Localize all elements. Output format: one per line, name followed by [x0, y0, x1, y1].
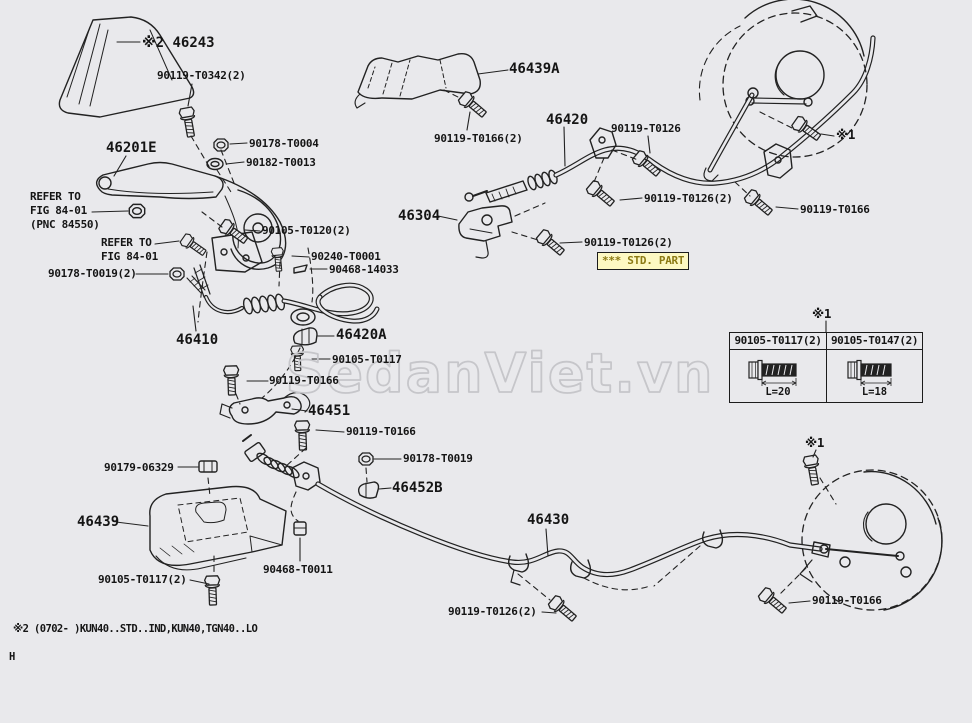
callout-90182-t0013: 90182-T0013	[246, 156, 316, 169]
callout-90119-t0126-d: 90119-T0126(2)	[448, 605, 537, 618]
part-46439a-heat-shield	[354, 52, 481, 109]
callout-90119-t0126: 90119-T0126	[611, 122, 681, 135]
callout-90119-t0126-b: 90119-T0126(2)	[644, 192, 733, 205]
callout-46243: ※2 46243	[142, 35, 215, 51]
part-46243-boot	[58, 16, 195, 118]
callout-90119-t0166-2: 90119-T0166(2)	[434, 132, 523, 145]
callout-90178-t0019: 90178-T0019	[403, 452, 473, 465]
callout-90119-t0126-c: 90119-T0126(2)	[584, 236, 673, 249]
callout-46430: 46430	[527, 512, 570, 528]
callout-46452b: 46452B	[392, 480, 443, 496]
callout-46451: 46451	[308, 403, 351, 419]
bolt-variant-b-cell: L=18	[826, 350, 922, 402]
part-46451-intermediate-lever	[219, 391, 311, 425]
callout-90105-t0117-2: 90105-T0117(2)	[98, 573, 187, 586]
callout-90105-t0117: 90105-T0117	[332, 353, 402, 366]
callout-90119-t0166-c: 90119-T0166	[800, 203, 870, 216]
callout-ref1-bottom: ※1	[805, 435, 825, 450]
part-46420-rear-cable	[464, 35, 876, 203]
callout-90178-t0019-2: 90178-T0019(2)	[48, 267, 137, 280]
callout-90178-t0004: 90178-T0004	[249, 137, 319, 150]
callout-46439: 46439	[77, 514, 120, 530]
assembly-dashed-lines	[190, 89, 837, 601]
part-46410-front-cable	[193, 264, 380, 326]
callout-90119-t0166-b: 90119-T0166	[346, 425, 416, 438]
callout-leader-lines	[91, 41, 835, 614]
callout-46201e: 46201E	[106, 140, 157, 156]
callout-90468-t0011: 90468-T0011	[263, 563, 333, 576]
part-46304-equalizer	[458, 205, 513, 259]
bolt-l18-figure	[846, 359, 892, 386]
bolt-l18-label: L=18	[861, 385, 888, 398]
callout-90119-t0166-a: 90119-T0166	[269, 374, 339, 387]
callout-refer-fig8401: REFER TO FIG 84-01	[101, 236, 158, 263]
callout-46304: 46304	[398, 208, 441, 224]
callout-refer-fig8401-pnc: REFER TO FIG 84-01 (PNC 84550)	[30, 190, 100, 231]
callout-46439a: 46439A	[509, 61, 560, 77]
footnote-h: H	[9, 651, 15, 663]
callout-46420a: 46420A	[336, 327, 387, 343]
std-part-badge: *** STD. PART	[597, 252, 690, 270]
footnote-applicability: ※2 (0702- )KUN40..STD..IND,KUN40,TGN40..…	[13, 623, 258, 635]
callout-ref1-top: ※1	[836, 127, 856, 142]
callout-90179-06329: 90179-06329	[104, 461, 174, 474]
watermark: SedanViet.vn	[286, 342, 715, 405]
std-bolt-table: 90105-T0117(2) 90105-T0147(2) L=20	[729, 332, 923, 403]
callout-90468-14033: 90468-14033	[329, 263, 399, 276]
part-brake-drum-assembly	[698, 0, 868, 182]
callout-90119-t0166-d: 90119-T0166	[812, 594, 882, 607]
part-backing-plate	[799, 469, 943, 611]
part-46439-heat-shield	[149, 485, 287, 571]
bolt-l20-label: L=20	[765, 385, 791, 398]
bolt-variant-a-cell: L=20	[730, 350, 826, 402]
callout-46410: 46410	[176, 332, 219, 348]
callout-ref1-table: ※1	[812, 306, 832, 321]
callout-90240-t0001: 90240-T0001	[311, 250, 381, 263]
callout-90119-t0342: 90119-T0342(2)	[157, 69, 246, 82]
bolt-variant-a-part-number: 90105-T0117(2)	[734, 334, 822, 347]
bolt-l20-figure	[748, 359, 797, 386]
std-bolt-table-body: L=20 L=18	[730, 350, 922, 402]
std-bolt-table-header: 90105-T0117(2) 90105-T0147(2)	[730, 333, 922, 350]
callout-46420: 46420	[546, 112, 589, 128]
bolt-variant-b-part-number: 90105-T0147(2)	[826, 333, 922, 349]
callout-90105-t0120: 90105-T0120(2)	[262, 224, 351, 237]
part-46430-rear-cable	[242, 434, 823, 586]
